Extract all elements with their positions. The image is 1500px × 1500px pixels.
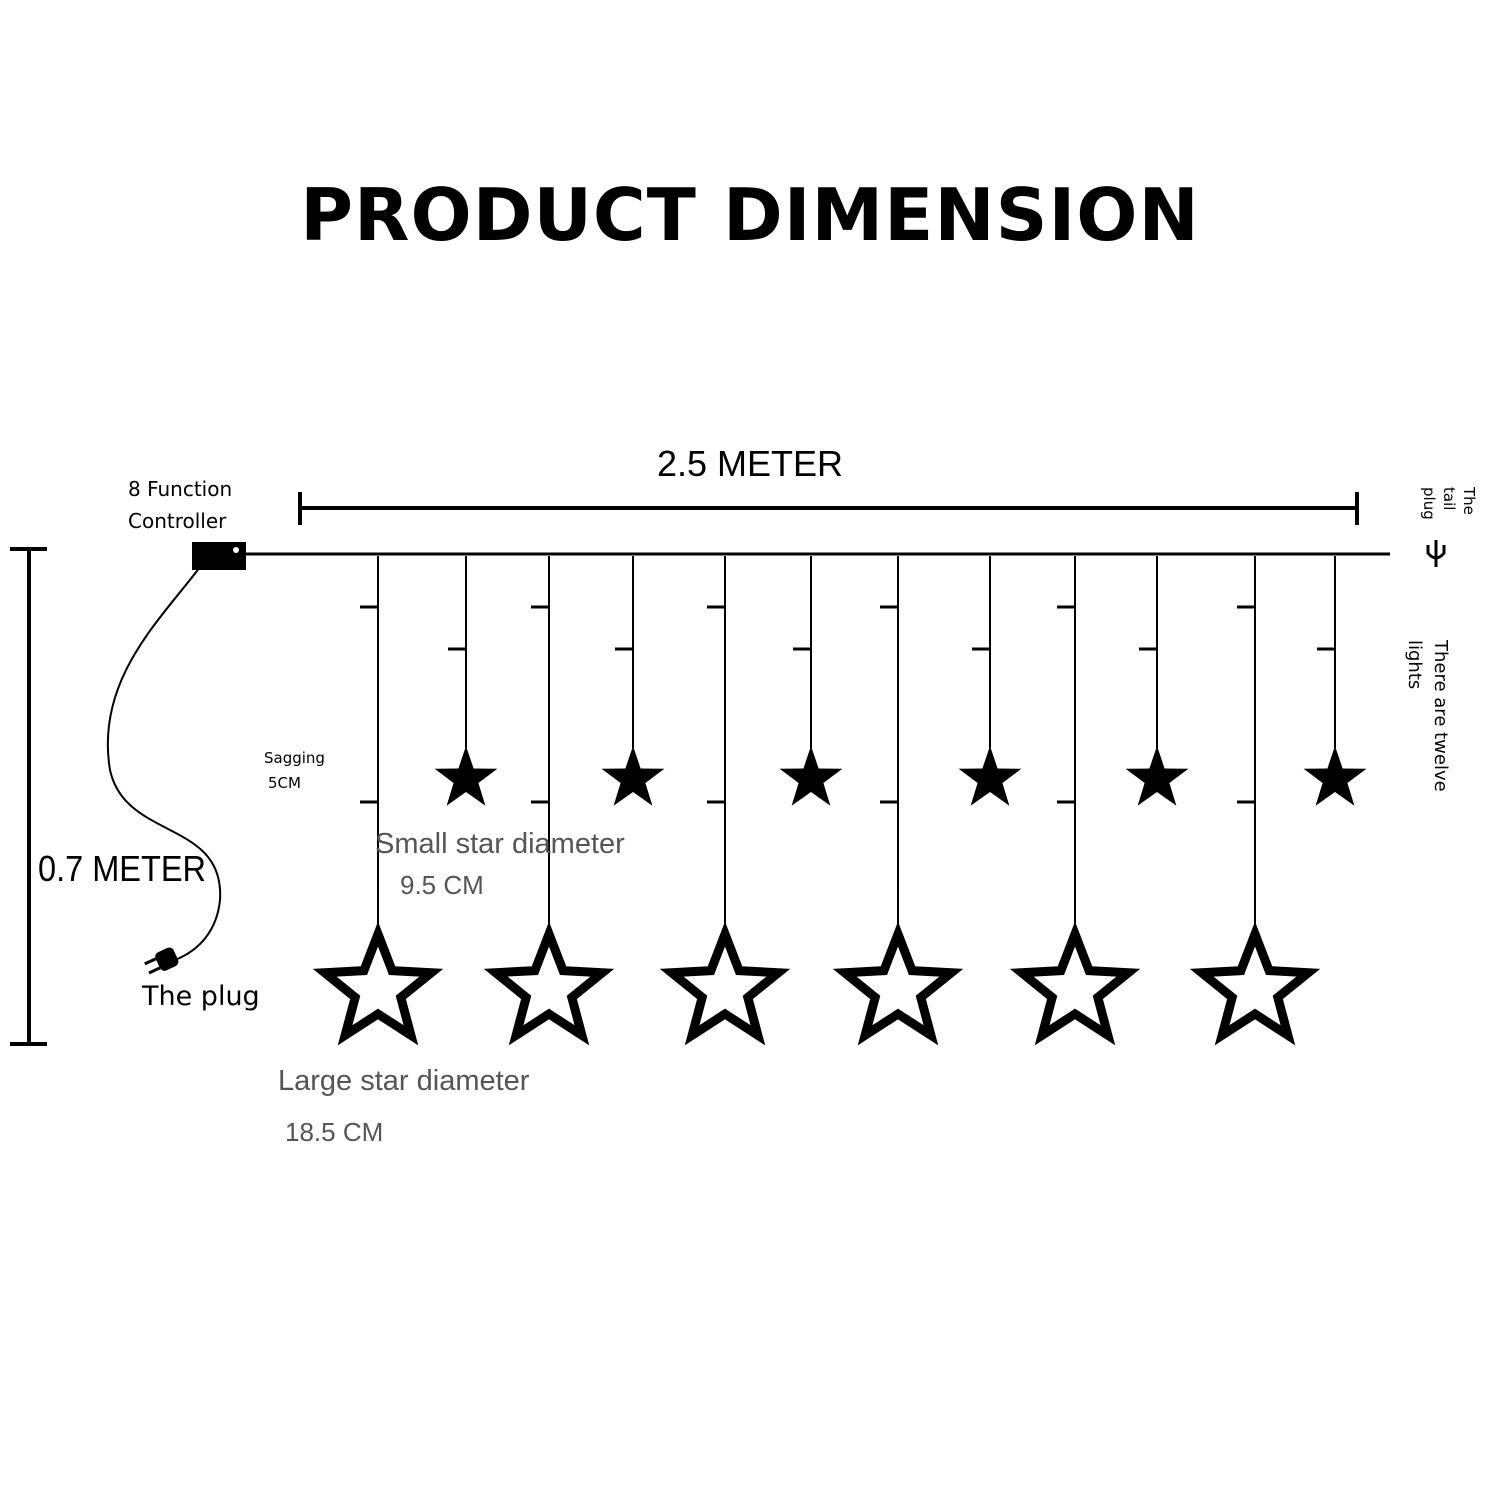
small-star: [958, 746, 1022, 806]
svg-text:plug: plug: [1420, 487, 1438, 520]
controller-box: [192, 542, 246, 570]
small-star: [434, 746, 498, 806]
tail-plug-icon: [1426, 540, 1446, 567]
lights-count-label: There are twelve lights: [1404, 639, 1451, 792]
large-star-diameter-value: 18.5 CM: [285, 1117, 383, 1147]
svg-text:tail: tail: [1440, 487, 1458, 510]
large-star: [1009, 921, 1141, 1046]
tail-plug-label: The tail plug: [1420, 486, 1478, 520]
small-star-diameter-value: 9.5 CM: [400, 870, 484, 900]
sagging-label: Sagging 5CM: [264, 749, 330, 792]
large-star: [659, 921, 791, 1046]
width-label: 2.5 METER: [657, 443, 843, 484]
large-star: [1189, 921, 1321, 1046]
small-star-diameter-label: Small star diameter: [375, 828, 625, 860]
svg-text:There are twelve: There are twelve: [1430, 639, 1451, 792]
large-star: [483, 921, 615, 1046]
small-star: [1303, 746, 1367, 806]
light-strands: [312, 556, 1367, 1046]
large-star-diameter-label: Large star diameter: [278, 1065, 530, 1097]
controller-label: 8 Function Controller: [128, 477, 239, 533]
width-dimension: 2.5 METER: [298, 443, 1359, 525]
small-star: [779, 746, 843, 806]
large-star: [832, 921, 964, 1046]
svg-text:The: The: [1460, 486, 1478, 515]
svg-text:lights: lights: [1404, 640, 1425, 689]
height-label: 0.7 METER: [38, 848, 206, 889]
height-dimension: 0.7 METER: [10, 547, 206, 1046]
plug-label: The plug: [141, 981, 260, 1012]
small-star: [1125, 746, 1189, 806]
plug-icon: [144, 947, 179, 975]
small-star: [601, 746, 665, 806]
page-title: PRODUCT DIMENSION: [300, 173, 1199, 257]
large-star: [312, 921, 444, 1046]
power-cable: [106, 566, 222, 961]
